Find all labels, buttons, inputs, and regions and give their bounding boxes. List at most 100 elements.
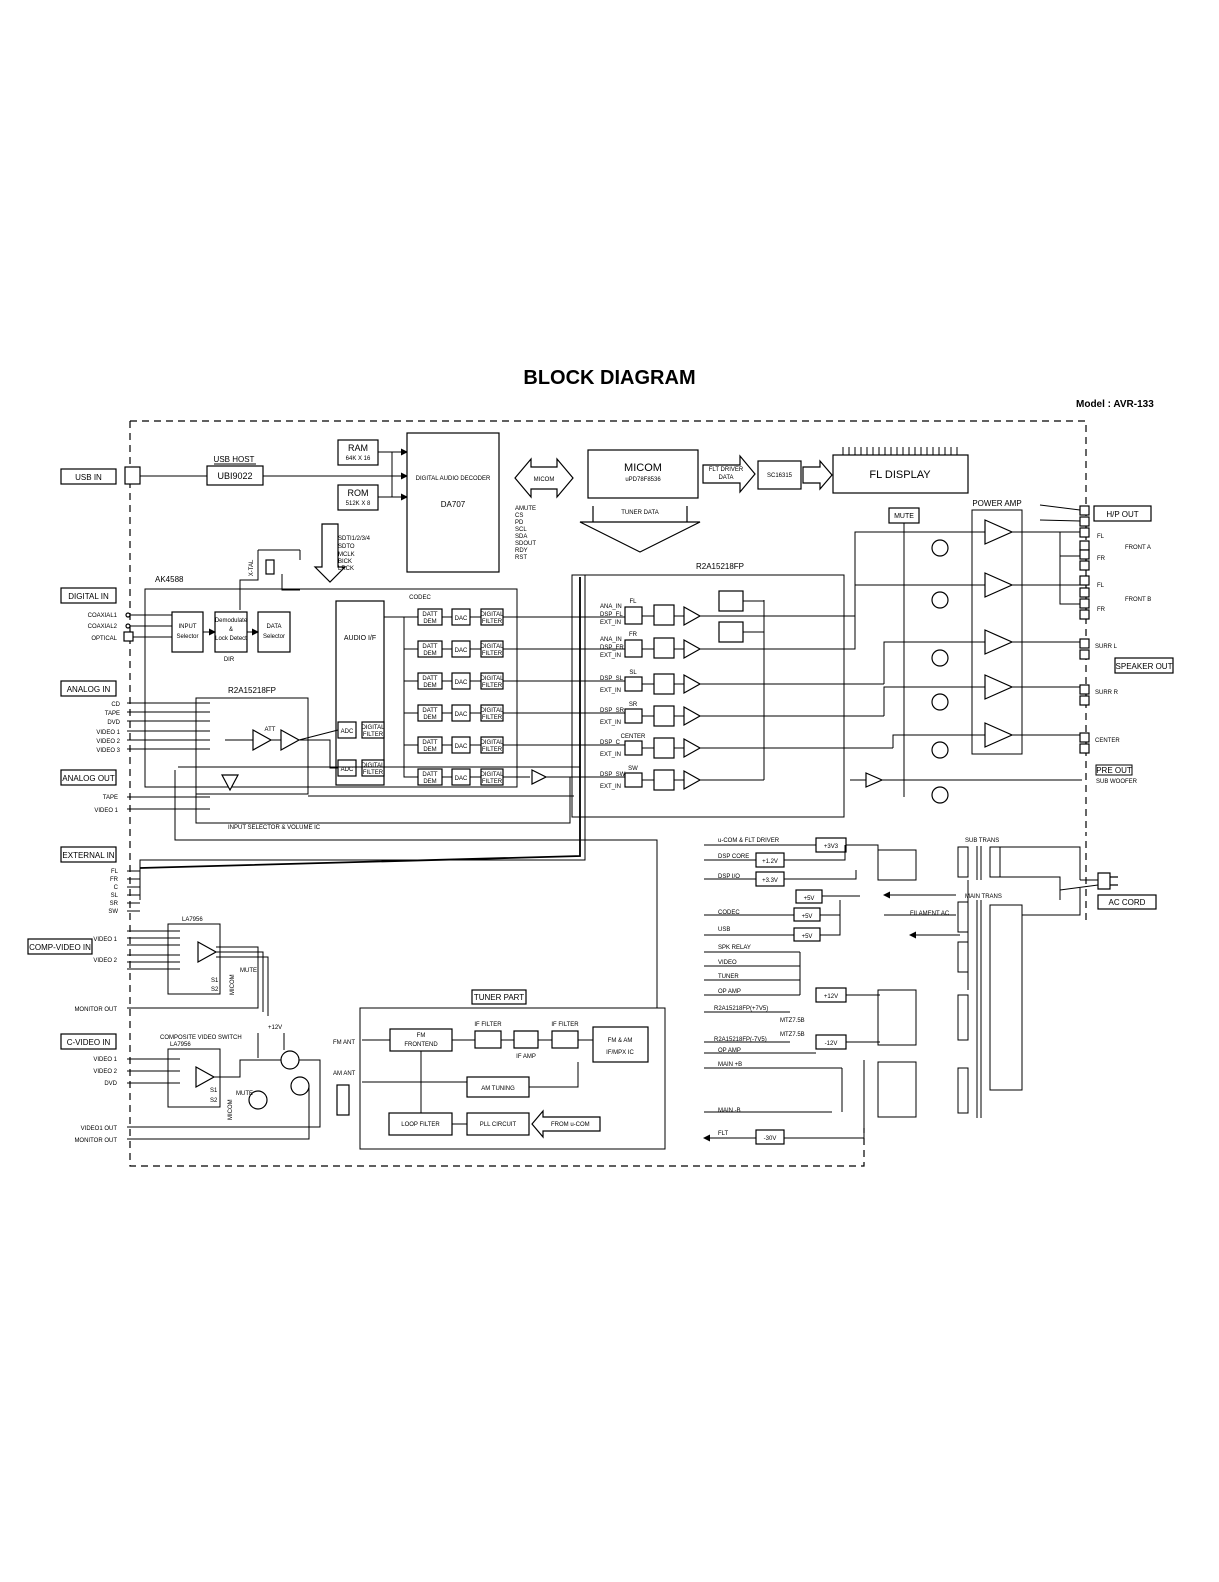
- fm-am-label2: IF/MPX IC: [606, 1050, 634, 1056]
- xtal-label: X-TAL: [249, 559, 255, 576]
- pwr-label-6: VIDEO: [718, 960, 737, 966]
- digital-in-label-box: [60, 587, 117, 604]
- pwr-label-8: OP AMP: [718, 989, 741, 995]
- datt-label: DATT: [422, 644, 438, 650]
- reg-3v3-label: +3V3: [824, 844, 839, 850]
- ram-label: RAM: [348, 443, 368, 453]
- comp-s1: S1: [211, 978, 219, 984]
- ch-tag-sw: SW: [628, 766, 638, 772]
- external-in-label: EXTERNAL IN: [62, 851, 114, 860]
- analog-out-label: ANALOG OUT: [62, 774, 115, 783]
- r2a-left-label: R2A15218FP: [228, 686, 276, 695]
- adc-filter-label-1b: FILTER: [363, 732, 384, 738]
- ak4588-block: [144, 588, 518, 788]
- la7956-label: LA7956: [182, 917, 203, 923]
- power-amp-block: [971, 509, 1023, 755]
- dfilter-label2: FILTER: [482, 747, 503, 753]
- r2a-top-block: [571, 574, 845, 818]
- analog-out-video1: VIDEO 1: [94, 808, 118, 814]
- flt-data-line2: DATA: [718, 475, 733, 481]
- if-amp-block: [513, 1030, 539, 1049]
- coax1-label: COAXIAL1: [88, 613, 118, 619]
- dsp-fr-1: DSP_FR: [600, 645, 624, 651]
- dfilter-label2: FILTER: [482, 619, 503, 625]
- amute-line-1: CS: [515, 513, 523, 519]
- ch-tag-sr: SR: [629, 702, 638, 708]
- codec-label: CODEC: [409, 595, 431, 601]
- sdt-line-4: LRCK: [338, 566, 354, 572]
- dsp-sr-0: DSP_SR: [600, 708, 625, 714]
- ch-tag-fl: FL: [629, 599, 637, 605]
- if-filter-label2: IF FILTER: [551, 1022, 579, 1028]
- dsp-sw-1: EXT_IN: [600, 784, 621, 790]
- cvs-label1: COMPOSITE VIDEO SWITCH: [160, 1035, 242, 1041]
- mute-label: MUTE: [894, 513, 914, 520]
- pwr-label-2: DSP I/O: [718, 874, 740, 880]
- front-b-fr: FR: [1097, 607, 1106, 613]
- flt-data-line1: FLT DRIVER: [709, 467, 744, 473]
- reg-3v3b-label: +3.3V: [762, 878, 778, 884]
- page-title: BLOCK DIAGRAM: [523, 367, 696, 389]
- front-b-label: FRONT B: [1125, 597, 1151, 603]
- dfilter-label: DIGITAL: [481, 644, 505, 650]
- front-a-label: FRONT A: [1125, 545, 1151, 551]
- hp-out-label: H/P OUT: [1106, 510, 1138, 519]
- cvideo-transistor-2: [290, 1076, 310, 1096]
- reg-1v2-label: +1.2V: [762, 859, 778, 865]
- analog-in-label-box: [60, 680, 117, 697]
- main-trans-label: MAIN TRANS: [965, 894, 1002, 900]
- sdt-line-2: MCLK: [338, 552, 355, 558]
- micom-bus-label: MICOM: [534, 477, 555, 483]
- ext-sw: SW: [108, 909, 118, 915]
- sdt-line-3: BICK: [338, 559, 352, 565]
- micom-block: [587, 449, 699, 499]
- analog-in-tape: TAPE: [105, 711, 120, 717]
- ext-sl: SL: [111, 893, 119, 899]
- surr-l-label: SURR L: [1095, 644, 1118, 650]
- pwr-label-10: R2A15218FP(-7V5): [714, 1037, 767, 1043]
- input-selector-label2: Selector: [176, 634, 198, 640]
- comp-micom: MICOM: [230, 974, 236, 995]
- if-filter-2: [551, 1030, 579, 1049]
- monitor-out-label: MONITOR OUT: [74, 1007, 117, 1013]
- video1-out-label: VIDEO1 OUT: [81, 1126, 118, 1132]
- analog-out-label-box: [60, 769, 117, 786]
- data-selector-label2: Selector: [263, 634, 285, 640]
- input-selector-label1: INPUT: [179, 624, 197, 630]
- plus12-label: +12V: [268, 1025, 282, 1031]
- cvideo-s2: S2: [210, 1098, 218, 1104]
- dem-label: DEM: [423, 715, 436, 721]
- datt-label: DATT: [422, 676, 438, 682]
- adc-filter-2: [361, 759, 385, 777]
- xtal-crystal: [265, 559, 275, 575]
- pwr-label-12: MAIN +B: [718, 1062, 742, 1068]
- cvideo-transistor-3: [248, 1090, 268, 1110]
- micom-label: MICOM: [624, 462, 662, 474]
- model-label: Model : AVR-133: [1076, 399, 1154, 410]
- analog-in-video3: VIDEO 3: [96, 748, 120, 754]
- comp-mute: MUTE: [240, 968, 257, 974]
- if-amp-label: IF AMP: [516, 1054, 536, 1060]
- usb-in-label: USB IN: [75, 473, 102, 482]
- hp-out-label-box: [1093, 505, 1152, 522]
- sc16315-block: [757, 460, 802, 490]
- usb-in-label-box: [60, 468, 117, 485]
- analog-in-label: ANALOG IN: [67, 685, 111, 694]
- reg-5v-b-label: +5V: [802, 914, 813, 920]
- adc-filter-label-2: DIGITAL: [362, 763, 386, 769]
- amute-line-2: PD: [515, 520, 524, 526]
- comp-video-in-label-box: [27, 938, 93, 955]
- dac-label: DAC: [455, 744, 468, 750]
- input-selector-block: [171, 611, 204, 653]
- rom-label: ROM: [348, 488, 369, 498]
- rom-size: 512K X 8: [346, 501, 371, 507]
- ac-cord-label: AC CORD: [1109, 898, 1146, 907]
- dac-label: DAC: [455, 776, 468, 782]
- pre-out-label: PRE OUT: [1096, 766, 1132, 775]
- dfilter-label: DIGITAL: [481, 740, 505, 746]
- dsp-fl-2: EXT_IN: [600, 620, 621, 626]
- pwr-label-11: OP AMP: [718, 1048, 741, 1054]
